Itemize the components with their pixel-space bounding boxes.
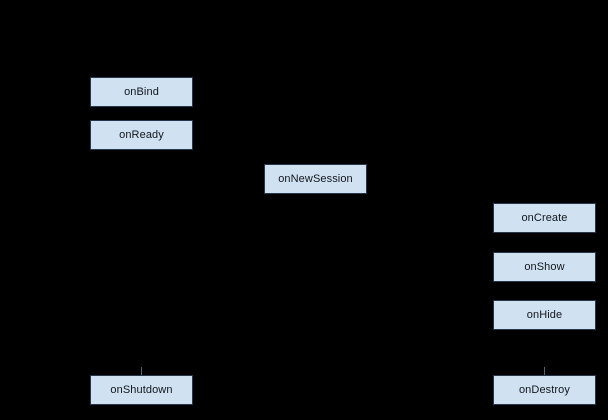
node-label: onReady xyxy=(119,128,164,141)
node-onhide[interactable]: onHide xyxy=(493,300,596,330)
node-label: onNewSession xyxy=(278,172,353,185)
node-onshow[interactable]: onShow xyxy=(493,252,596,282)
edge-stub-ondestroy xyxy=(544,367,545,375)
node-onbind[interactable]: onBind xyxy=(90,77,193,107)
node-ondestroy[interactable]: onDestroy xyxy=(493,375,596,405)
node-label: onDestroy xyxy=(518,383,571,396)
node-label: onBind xyxy=(124,85,159,98)
node-onnewsession[interactable]: onNewSession xyxy=(264,164,367,194)
node-label: onHide xyxy=(526,308,563,321)
node-label: onShow xyxy=(524,260,565,273)
node-oncreate[interactable]: onCreate xyxy=(493,203,596,233)
node-label: onCreate xyxy=(521,211,568,224)
node-onready[interactable]: onReady xyxy=(90,120,193,150)
edge-stub-onshutdown xyxy=(141,367,142,375)
node-label: onShutdown xyxy=(110,383,173,396)
node-onshutdown[interactable]: onShutdown xyxy=(90,375,193,405)
